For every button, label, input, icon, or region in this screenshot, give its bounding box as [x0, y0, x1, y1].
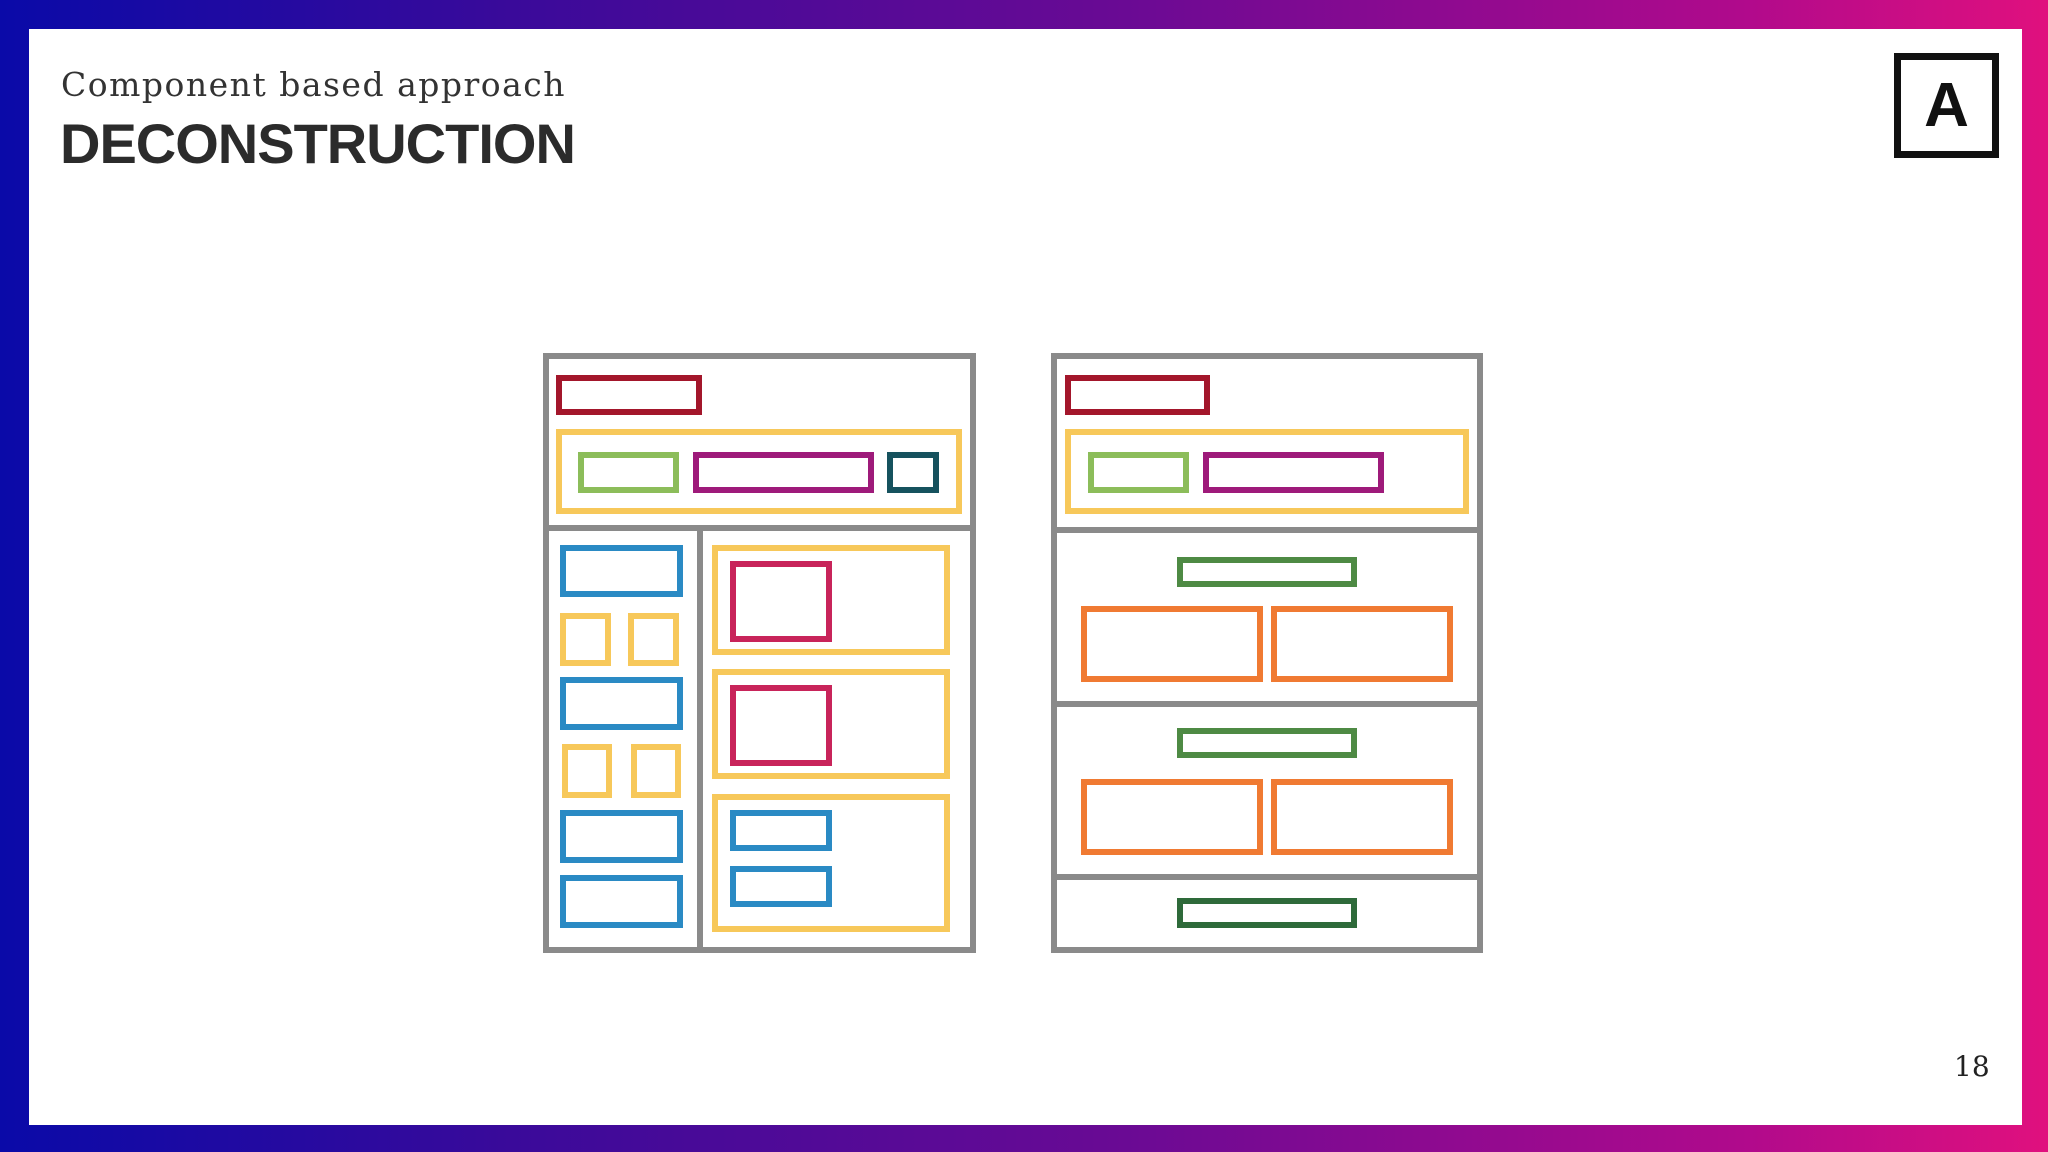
- section-card: [1081, 606, 1263, 682]
- nav-item: [693, 452, 874, 493]
- section-card: [1271, 779, 1453, 855]
- section-heading: [1177, 557, 1357, 587]
- card-image: [730, 561, 832, 642]
- sidebar-block: [560, 677, 683, 730]
- nav-item: [578, 452, 679, 493]
- brand-logo: A: [1894, 53, 1999, 158]
- sidebar-block: [560, 875, 683, 928]
- logo-block: [556, 375, 702, 415]
- section-card: [1081, 779, 1263, 855]
- sidebar-tile: [631, 744, 681, 798]
- slide-title: DECONSTRUCTION: [60, 112, 576, 175]
- logo-block: [1065, 375, 1210, 415]
- nav-bar: [556, 429, 962, 514]
- footer-block: [1177, 898, 1357, 928]
- page-frame: [1051, 353, 1483, 953]
- card-line: [730, 866, 832, 907]
- wireframe-left: [543, 353, 976, 953]
- slide-subtitle: Component based approach: [61, 65, 567, 104]
- slide: Component based approach DECONSTRUCTION …: [29, 29, 2022, 1125]
- content-card: [712, 669, 950, 779]
- page-number: 18: [1954, 1050, 1990, 1083]
- sidebar-tile: [562, 744, 612, 798]
- wireframe-right: [1051, 353, 1483, 953]
- sidebar-block: [560, 810, 683, 863]
- nav-item: [1203, 452, 1384, 493]
- logo-letter: A: [1924, 71, 1969, 140]
- nav-bar: [1065, 429, 1469, 514]
- section-heading: [1177, 728, 1357, 758]
- sidebar-block: [560, 545, 683, 597]
- nav-item: [1088, 452, 1189, 493]
- page-frame: [543, 353, 976, 953]
- deconstruction-diagram: [543, 353, 1483, 953]
- content-card: [712, 794, 950, 932]
- card-image: [730, 685, 832, 766]
- section-card: [1271, 606, 1453, 682]
- sidebar-tile: [560, 613, 611, 666]
- nav-button: [887, 452, 939, 493]
- card-line: [730, 810, 832, 851]
- content-card: [712, 545, 950, 655]
- sidebar-tile: [628, 613, 679, 666]
